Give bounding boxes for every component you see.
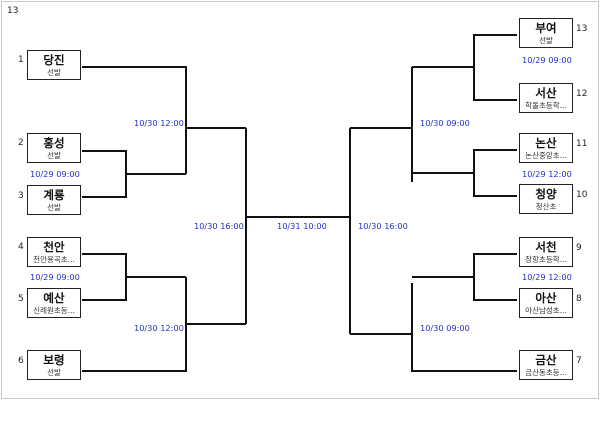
team-seosan[interactable]: 서산 학돌초등학... <box>519 83 573 113</box>
team-cheongyang[interactable]: 청양 청산초 <box>519 184 573 214</box>
match-datetime: 10/29 12:00 <box>522 169 572 179</box>
team-gyeryong[interactable]: 계룡 선발 <box>27 185 81 215</box>
seed-label: 5 <box>18 294 24 304</box>
seed-label: 13 <box>576 24 588 34</box>
seed-label: 2 <box>18 138 24 148</box>
seed-label: 3 <box>18 191 24 201</box>
team-name: 당진 <box>43 53 65 67</box>
team-sub: 신례원초등... <box>33 306 75 315</box>
team-name: 아산 <box>535 291 557 305</box>
team-buyeo[interactable]: 부여 선발 <box>519 18 573 48</box>
team-sub: 장항초등학... <box>525 255 567 264</box>
team-cheonan[interactable]: 천안 천안용곡초... <box>27 237 81 267</box>
match-datetime: 10/30 12:00 <box>134 118 184 128</box>
team-sub: 선발 <box>47 68 61 77</box>
seed-label: 8 <box>576 294 582 304</box>
seed-label: 7 <box>576 356 582 366</box>
match-datetime: 10/30 09:00 <box>420 323 470 333</box>
match-datetime: 10/29 09:00 <box>522 55 572 65</box>
team-sub: 선발 <box>539 36 553 45</box>
final-datetime: 10/31 10:00 <box>277 221 327 231</box>
team-name: 논산 <box>535 136 557 150</box>
seed-label: 4 <box>18 242 24 252</box>
team-sub: 선발 <box>47 368 61 377</box>
team-name: 예산 <box>43 291 65 305</box>
match-datetime: 10/30 16:00 <box>194 221 244 231</box>
team-sub: 논산중앙초... <box>525 151 567 160</box>
team-sub: 아산남성초... <box>525 306 567 315</box>
seed-label: 1 <box>18 55 24 65</box>
team-name: 서산 <box>535 86 557 100</box>
match-datetime: 10/29 12:00 <box>522 272 572 282</box>
team-geumsan[interactable]: 금산 금산동초등... <box>519 350 573 380</box>
team-name: 서천 <box>535 240 557 254</box>
seed-label: 6 <box>18 356 24 366</box>
seed-label: 10 <box>576 190 588 200</box>
team-name: 홍성 <box>43 136 65 150</box>
team-sub: 청산초 <box>535 202 557 211</box>
match-datetime: 10/30 16:00 <box>358 221 408 231</box>
team-name: 천안 <box>43 240 65 254</box>
team-name: 보령 <box>43 353 65 367</box>
seed-label: 12 <box>576 89 588 99</box>
team-sub: 금산동초등... <box>525 368 567 377</box>
total-teams-count: 13 <box>7 6 19 16</box>
team-sub: 학돌초등학... <box>525 101 567 110</box>
team-sub: 선발 <box>47 151 61 160</box>
match-datetime: 10/30 12:00 <box>134 323 184 333</box>
seed-label: 9 <box>576 243 582 253</box>
team-hongseong[interactable]: 홍성 선발 <box>27 133 81 163</box>
team-name: 부여 <box>535 21 557 35</box>
team-seocheon[interactable]: 서천 장항초등학... <box>519 237 573 267</box>
team-asan[interactable]: 아산 아산남성초... <box>519 288 573 318</box>
match-datetime: 10/30 09:00 <box>420 118 470 128</box>
team-sub: 천안용곡초... <box>33 255 75 264</box>
match-datetime: 10/29 09:00 <box>30 272 80 282</box>
team-name: 계룡 <box>43 188 65 202</box>
team-name: 청양 <box>535 187 557 201</box>
match-datetime: 10/29 09:00 <box>30 169 80 179</box>
team-boryeong[interactable]: 보령 선발 <box>27 350 81 380</box>
team-name: 금산 <box>535 353 557 367</box>
team-dangjin[interactable]: 당진 선발 <box>27 50 81 80</box>
seed-label: 11 <box>576 139 588 149</box>
team-nonsan[interactable]: 논산 논산중앙초... <box>519 133 573 163</box>
team-sub: 선발 <box>47 203 61 212</box>
team-yesan[interactable]: 예산 신례원초등... <box>27 288 81 318</box>
